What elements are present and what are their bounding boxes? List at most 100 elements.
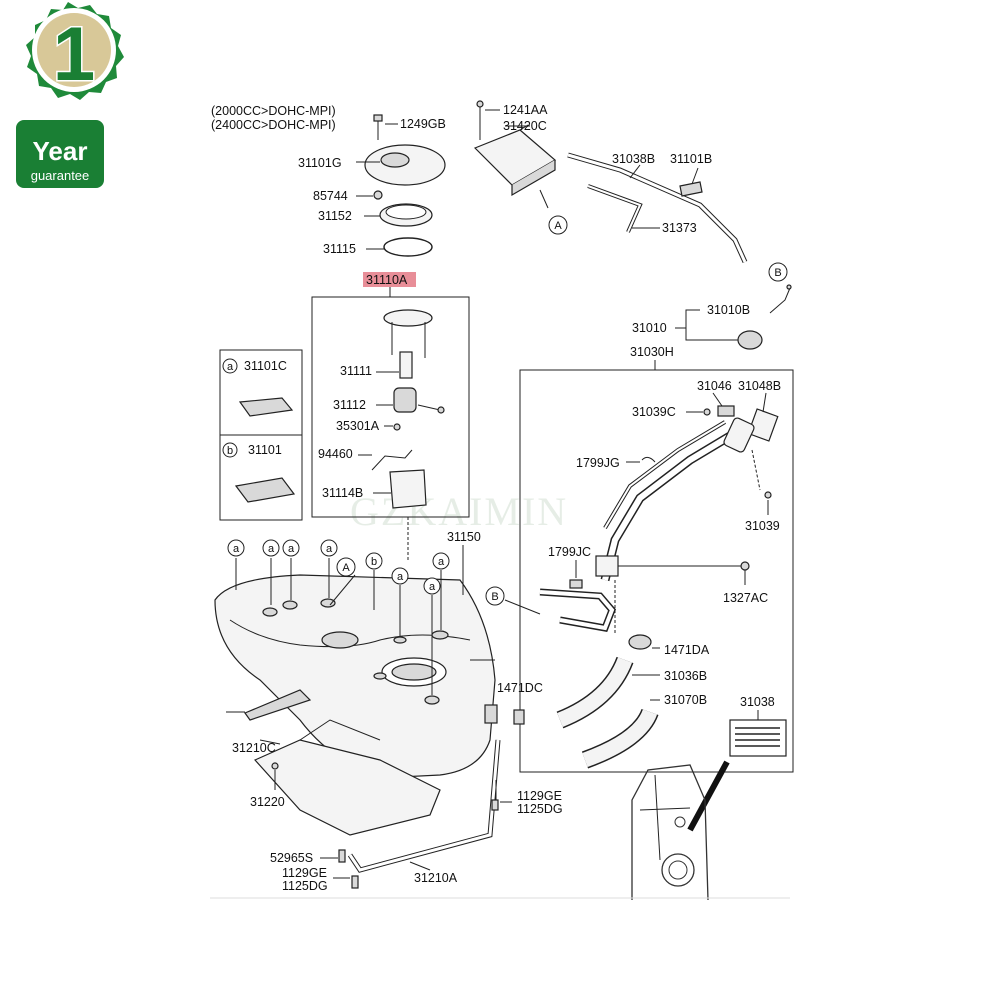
label-1129GE-b[interactable]: 1129GE xyxy=(282,866,327,880)
badge-word: Year xyxy=(33,136,88,166)
reservoir-31114B-icon xyxy=(389,469,427,509)
label-31038B[interactable]: 31038B xyxy=(612,152,655,166)
sender-94460-icon xyxy=(371,449,413,471)
hose-31038B-icon xyxy=(567,152,748,264)
bracket-31046-icon xyxy=(717,405,735,417)
bracket-31101B-icon xyxy=(679,181,703,197)
label-31110A[interactable]: 31110A xyxy=(366,273,408,287)
label-31101[interactable]: 31101 xyxy=(248,443,282,457)
label-31420C[interactable]: 31420C xyxy=(503,119,547,133)
svg-text:a: a xyxy=(429,581,436,593)
badge-sub: guarantee xyxy=(31,168,90,183)
bolt-1129GE-icon xyxy=(491,799,499,811)
pump-flange-icon xyxy=(383,309,433,327)
label-1249GB[interactable]: 1249GB xyxy=(400,117,446,131)
bracket-31210C-icon xyxy=(244,689,312,721)
label-31150[interactable]: 31150 xyxy=(447,530,481,544)
label-31101G[interactable]: 31101G xyxy=(298,156,342,170)
tank-callouts: a a a a b A a a a xyxy=(227,539,450,595)
engine-variant-1: (2000CC>DOHC-MPI) xyxy=(211,104,336,118)
warranty-badge: 1 Year guarantee xyxy=(16,2,124,188)
label-31152[interactable]: 31152 xyxy=(318,209,352,223)
clip-1799JC-icon xyxy=(569,579,583,589)
clip-35301A-icon xyxy=(393,423,401,431)
label-31010[interactable]: 31010 xyxy=(632,321,667,335)
label-1327AC[interactable]: 1327AC xyxy=(723,591,768,605)
protector-group xyxy=(226,689,512,889)
label-31046[interactable]: 31046 xyxy=(697,379,732,393)
label-31101C[interactable]: 31101C xyxy=(244,359,287,373)
label-31114B[interactable]: 31114B xyxy=(322,486,363,500)
nut-1327AC-icon xyxy=(740,561,750,571)
protector-31220-icon xyxy=(254,739,441,836)
label-31220[interactable]: 31220 xyxy=(250,795,285,809)
label-35301A[interactable]: 35301A xyxy=(336,419,380,433)
nut-85744-icon xyxy=(373,190,383,200)
pump-assembly-box xyxy=(311,296,470,518)
label-31112[interactable]: 31112 xyxy=(333,398,366,412)
filter-31112-icon xyxy=(393,387,417,413)
label-31039[interactable]: 31039 xyxy=(745,519,780,533)
callout-B-top xyxy=(768,262,788,282)
label-31030H[interactable]: 31030H xyxy=(630,345,674,359)
legend-callout-b xyxy=(222,442,238,458)
label-31111[interactable]: 31111 xyxy=(340,364,372,378)
label-31039C[interactable]: 31039C xyxy=(632,405,676,419)
label-1125DG-b[interactable]: 1125DG xyxy=(282,879,328,893)
label-31038[interactable]: 31038 xyxy=(740,695,775,709)
svg-text:A: A xyxy=(554,220,562,232)
label-31048B[interactable]: 31048B xyxy=(738,379,781,393)
svg-text:a: a xyxy=(438,556,445,568)
label-31101B[interactable]: 31101B xyxy=(670,152,712,166)
screw-31039-icon xyxy=(764,491,772,499)
screw-31039C-icon xyxy=(703,408,711,416)
pump-assembly-parts xyxy=(358,309,445,509)
callout-A-top xyxy=(548,215,568,235)
label-85744[interactable]: 85744 xyxy=(313,189,348,203)
label-31070B[interactable]: 31070B xyxy=(664,693,707,707)
label-31115[interactable]: 31115 xyxy=(323,242,356,256)
svg-text:b: b xyxy=(227,445,233,457)
badge-center xyxy=(37,13,111,87)
svg-text:B: B xyxy=(774,267,781,279)
label-1241AA[interactable]: 1241AA xyxy=(503,103,548,117)
label-31373[interactable]: 31373 xyxy=(662,221,697,235)
label-1471DC[interactable]: 1471DC xyxy=(497,681,543,695)
filler-neck-parts: B xyxy=(485,392,779,769)
bolt-1125DG-icon xyxy=(351,875,359,889)
label-1129GE-a[interactable]: 1129GE xyxy=(517,789,562,803)
pad-31101-icon xyxy=(234,477,296,503)
gasket-31048B-icon xyxy=(747,408,779,442)
badge-band xyxy=(16,120,104,188)
label-1799JG[interactable]: 1799JG xyxy=(576,456,620,470)
clamp-1471DA-icon xyxy=(628,634,652,650)
pad-31101C-icon xyxy=(238,397,294,417)
svg-text:B: B xyxy=(491,591,498,603)
pump-plate-hole xyxy=(380,152,410,168)
svg-text:b: b xyxy=(371,556,377,568)
fuel-cap-31010-icon xyxy=(737,330,763,350)
warning-sticker-icon xyxy=(729,719,787,757)
label-31210C[interactable]: 31210C xyxy=(232,741,276,755)
label-1799JC[interactable]: 1799JC xyxy=(548,545,591,559)
bolt-1249GB-icon xyxy=(373,114,383,122)
label-94460[interactable]: 94460 xyxy=(318,447,353,461)
label-1125DG-a[interactable]: 1125DG xyxy=(517,802,563,816)
canister-group: A B xyxy=(473,100,788,282)
car-rear-icon xyxy=(631,764,709,901)
svg-text:a: a xyxy=(288,543,295,555)
legend-callout-a xyxy=(222,358,238,374)
label-31036B[interactable]: 31036B xyxy=(664,669,707,683)
label-31010B[interactable]: 31010B xyxy=(707,303,750,317)
svg-text:a: a xyxy=(227,361,234,373)
svg-text:a: a xyxy=(397,571,404,583)
filler-neck-box xyxy=(519,369,794,773)
svg-text:a: a xyxy=(326,543,333,555)
highlight-31110A xyxy=(363,272,416,287)
label-31210A[interactable]: 31210A xyxy=(414,871,458,885)
label-52965S[interactable]: 52965S xyxy=(270,851,313,865)
svg-text:a: a xyxy=(233,543,240,555)
label-1471DA[interactable]: 1471DA xyxy=(664,643,710,657)
svg-text:a: a xyxy=(268,543,275,555)
